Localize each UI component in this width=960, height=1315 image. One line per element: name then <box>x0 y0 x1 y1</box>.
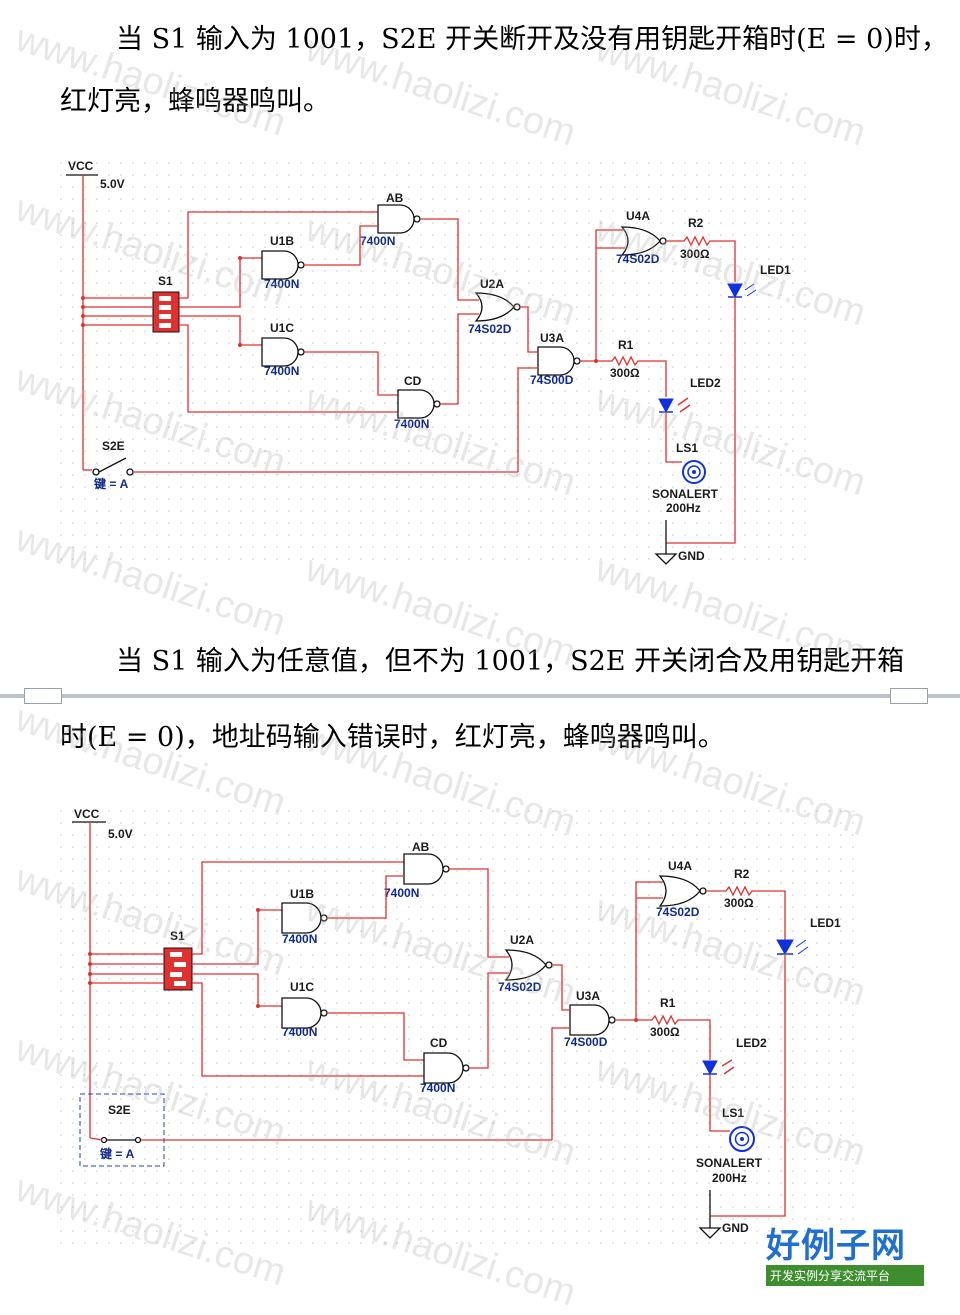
r1-value: 300Ω <box>650 1025 680 1039</box>
ls1-type: SONALERT <box>696 1156 763 1170</box>
paragraph-1-line-1: 当 S1 输入为 1001，S2E 开关断开及没有用钥匙开箱时(E = 0)时， <box>116 24 948 55</box>
gate-u2a-label: U2A <box>480 277 504 291</box>
vcc-label: VCC <box>74 807 100 821</box>
gate-u2a-part: 74S02D <box>468 322 512 336</box>
led1-label: LED1 <box>760 263 791 277</box>
r1-label: R1 <box>618 338 634 352</box>
paragraph-2-line-1: 当 S1 输入为任意值，但不为 1001，S2E 开关闭合及用钥匙开箱 <box>116 646 905 677</box>
gate-u1c-label: U1C <box>270 321 294 335</box>
led1-symbol <box>776 939 794 956</box>
vcc-value: 5.0V <box>108 827 133 841</box>
led2-label: LED2 <box>736 1036 767 1050</box>
gate-ab-part: 7400N <box>360 234 395 248</box>
page-break-marker-right <box>890 688 928 704</box>
gate-u1b-label: U1B <box>290 887 314 901</box>
paragraph-2-line-2: 时(E = 0)，地址码输入错误时，红灯亮，蜂鸣器鸣叫。 <box>60 722 725 753</box>
gate-u2a-part: 74S02D <box>498 980 542 994</box>
gate-u1c-part: 7400N <box>264 364 299 378</box>
gate-cd-part: 7400N <box>420 1081 455 1095</box>
page-break-divider <box>0 694 960 698</box>
grid-background <box>60 160 810 570</box>
vcc-value: 5.0V <box>100 177 125 191</box>
s1-label: S1 <box>158 274 173 288</box>
gate-cd-label: CD <box>430 1036 448 1050</box>
gate-u1b-part: 7400N <box>282 932 317 946</box>
gate-u1b-part: 7400N <box>264 277 299 291</box>
switch-s2e-label: S2E <box>108 1103 131 1117</box>
led2-symbol <box>702 1060 718 1076</box>
led2-symbol <box>658 398 674 414</box>
gate-u2a-label: U2A <box>510 933 534 947</box>
switch-key-label: 键 = A <box>93 476 129 491</box>
grid-background <box>60 808 860 1248</box>
gnd-label: GND <box>722 1221 749 1235</box>
ls1-freq: 200Hz <box>666 501 701 515</box>
logo-tagline: 开发实例分享交流平台 <box>766 1265 924 1286</box>
led1-label: LED1 <box>810 916 841 930</box>
r2-value: 300Ω <box>724 896 754 910</box>
switch-key-label: 键 = A <box>99 1146 135 1161</box>
gate-u3a-label: U3A <box>540 331 564 345</box>
circuit-schematic-1: VCC 5.0V S1 AB 7400N U1B 7400N U1C 7400N… <box>60 159 810 570</box>
r2-label: R2 <box>688 216 704 230</box>
site-logo[interactable]: 好例子网 开发实例分享交流平台 <box>766 1218 924 1286</box>
s1-label: S1 <box>170 929 185 943</box>
ls1-label: LS1 <box>676 441 698 455</box>
gate-u1c-label: U1C <box>290 980 314 994</box>
gate-u4a-label: U4A <box>626 209 650 223</box>
page-break-marker-left <box>24 688 62 704</box>
gnd-label: GND <box>678 549 705 563</box>
gate-ab-label: AB <box>386 191 404 205</box>
r1-label: R1 <box>660 996 676 1010</box>
ls1-label: LS1 <box>722 1106 744 1120</box>
switch-s2e-label: S2E <box>102 439 125 453</box>
gate-u1c-part: 7400N <box>282 1025 317 1039</box>
r2-label: R2 <box>734 867 750 881</box>
gate-ab-label: AB <box>412 840 430 854</box>
logo-name: 好例子网 <box>766 1226 906 1266</box>
gate-cd-part: 7400N <box>394 417 429 431</box>
gate-ab-part: 7400N <box>384 886 419 900</box>
gate-u1b-label: U1B <box>270 234 294 248</box>
paragraph-1-line-2: 红灯亮，蜂鸣器鸣叫。 <box>60 86 330 117</box>
gate-u3a-label: U3A <box>576 989 600 1003</box>
gate-u3a-part: 74S00D <box>564 1035 608 1049</box>
gate-u4a-label: U4A <box>668 859 692 873</box>
gate-u3a-part: 74S00D <box>530 373 574 387</box>
vcc-label: VCC <box>68 159 94 173</box>
ls1-type: SONALERT <box>652 487 719 501</box>
gate-u4a-part: 74S02D <box>616 252 660 266</box>
r1-value: 300Ω <box>610 366 640 380</box>
led2-label: LED2 <box>690 376 721 390</box>
r2-value: 300Ω <box>680 247 710 261</box>
switch-s2e-box[interactable] <box>79 1093 165 1167</box>
led1-symbol <box>727 283 743 299</box>
circuit-schematic-2: VCC 5.0V S1 AB 7400N U1B 7400N U1C 7400N… <box>60 807 860 1248</box>
ls1-freq: 200Hz <box>712 1171 747 1185</box>
gate-cd-label: CD <box>404 374 422 388</box>
gate-u4a-part: 74S02D <box>656 905 700 919</box>
